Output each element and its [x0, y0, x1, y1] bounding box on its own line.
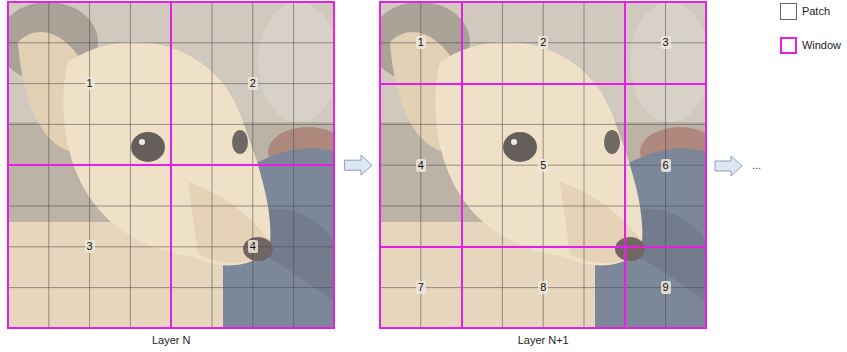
- window-number: 3: [661, 36, 671, 49]
- legend-swatch: [780, 3, 797, 20]
- window-number: 6: [661, 159, 671, 172]
- window-number: 9: [661, 281, 671, 294]
- window-number: 1: [85, 77, 95, 90]
- legend-text: Patch: [802, 4, 830, 18]
- layer-panel: Layer N1234: [8, 2, 334, 328]
- legend-text: Window: [802, 38, 841, 52]
- attention-window: 4: [170, 164, 335, 329]
- layer-panel: Layer N+1123456789: [380, 2, 706, 328]
- attention-window: 5: [461, 83, 626, 248]
- attention-window: 2: [170, 1, 335, 166]
- continuation-ellipsis: ...: [752, 158, 761, 172]
- window-number: 5: [538, 159, 548, 172]
- window-number: 7: [416, 281, 426, 294]
- legend-swatch: [780, 37, 797, 54]
- legend-row: Window: [780, 36, 841, 54]
- window-number: 8: [538, 281, 548, 294]
- window-number: 4: [416, 159, 426, 172]
- attention-window: 8: [461, 246, 626, 330]
- window-number: 1: [416, 36, 426, 49]
- attention-window: 4: [379, 83, 463, 248]
- attention-window: 3: [624, 1, 708, 85]
- window-number: 3: [85, 240, 95, 253]
- attention-window: 1: [7, 1, 172, 166]
- window-number: 4: [248, 240, 258, 253]
- attention-window: 9: [624, 246, 708, 330]
- attention-window: 3: [7, 164, 172, 329]
- block-arrow: [715, 156, 742, 176]
- attention-window: 2: [461, 1, 626, 85]
- attention-window: 6: [624, 83, 708, 248]
- legend: PatchWindow: [780, 2, 841, 70]
- legend-row: Patch: [780, 2, 841, 20]
- attention-window: 7: [379, 246, 463, 330]
- attention-window: 1: [379, 1, 463, 85]
- layer-caption: Layer N+1: [380, 333, 706, 347]
- dog-photo: [0, 2, 348, 328]
- block-arrow: [344, 155, 372, 175]
- layer-caption: Layer N: [8, 333, 334, 347]
- window-number: 2: [538, 36, 548, 49]
- dog-photo: [370, 2, 720, 328]
- window-number: 2: [248, 77, 258, 90]
